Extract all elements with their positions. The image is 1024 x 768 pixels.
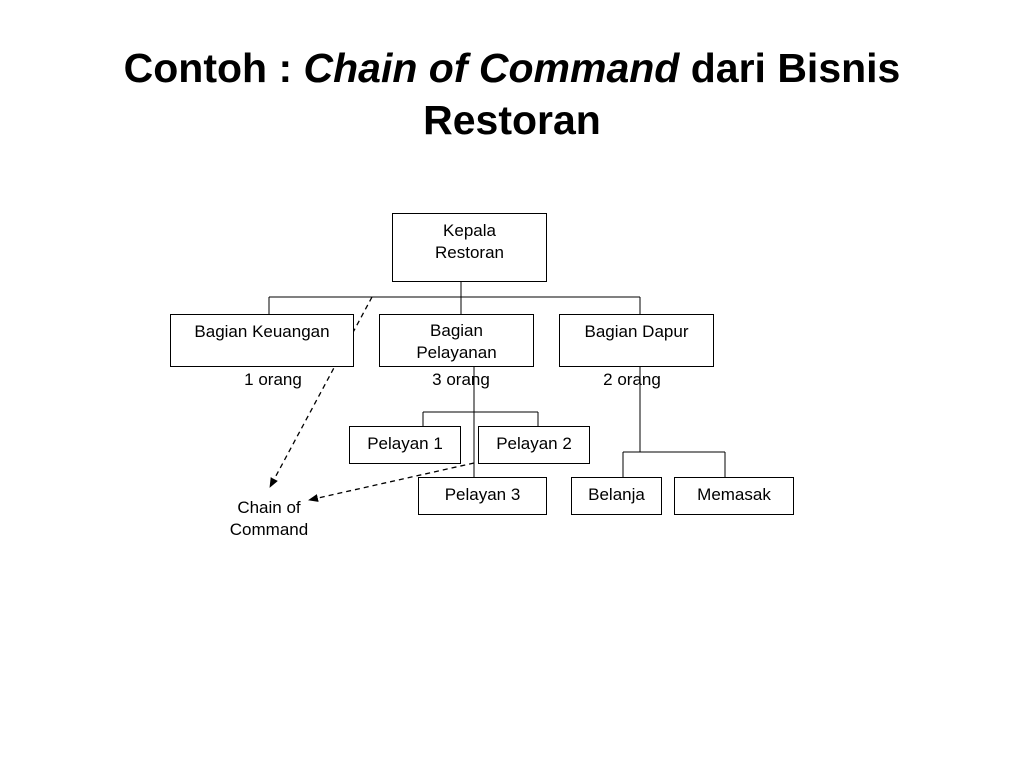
box-kepala-restoran: Kepala Restoran	[392, 213, 547, 282]
box-label-line-1: Bagian	[430, 321, 483, 340]
box-label: Pelayan 2	[496, 434, 572, 453]
chain-arrow-pelayan	[308, 462, 475, 502]
connector-pelayanan-to-staff	[422, 367, 539, 477]
box-label: Memasak	[697, 485, 771, 504]
box-pelayan-2: Pelayan 2	[478, 426, 590, 464]
box-bagian-dapur: Bagian Dapur	[559, 314, 714, 367]
title-line-2: Restoran	[423, 97, 601, 143]
dapur-staff-count: 2 orang	[603, 370, 661, 389]
box-label: Pelayan 1	[367, 434, 443, 453]
keuangan-staff-count: 1 orang	[244, 370, 302, 389]
annotation-line-2: Command	[229, 520, 309, 539]
title-prefix: Contoh :	[123, 45, 304, 91]
box-label: Bagian Dapur	[584, 322, 689, 341]
box-bagian-pelayanan: Bagian Pelayanan	[379, 314, 534, 367]
box-bagian-keuangan: Bagian Keuangan	[170, 314, 354, 367]
pelayanan-staff-count: 3 orang	[432, 370, 490, 389]
slide-title: Contoh : Chain of Command dari Bisnis Re…	[40, 42, 984, 146]
box-pelayan-1: Pelayan 1	[349, 426, 461, 464]
box-label: Belanja	[588, 485, 645, 504]
box-label: Bagian Keuangan	[194, 322, 330, 341]
box-label-line-2: Restoran	[435, 243, 504, 262]
box-label-line-2: Pelayanan	[416, 343, 497, 362]
title-line-1: Contoh : Chain of Command dari Bisnis	[40, 42, 984, 94]
title-suffix: dari Bisnis	[679, 45, 901, 91]
box-label: Pelayan 3	[444, 485, 521, 504]
annotation-line-1: Chain of	[237, 498, 301, 517]
chain-of-command-annotation: Chain of Command	[209, 497, 329, 541]
box-pelayan-3: Pelayan 3	[418, 477, 547, 515]
title-emphasis: Chain of Command	[303, 45, 680, 91]
connector-dapur-to-subunits	[622, 367, 726, 477]
box-label-line-1: Kepala	[443, 221, 496, 240]
box-belanja: Belanja	[571, 477, 662, 515]
box-memasak: Memasak	[674, 477, 794, 515]
connector-root-to-departments	[268, 281, 641, 314]
